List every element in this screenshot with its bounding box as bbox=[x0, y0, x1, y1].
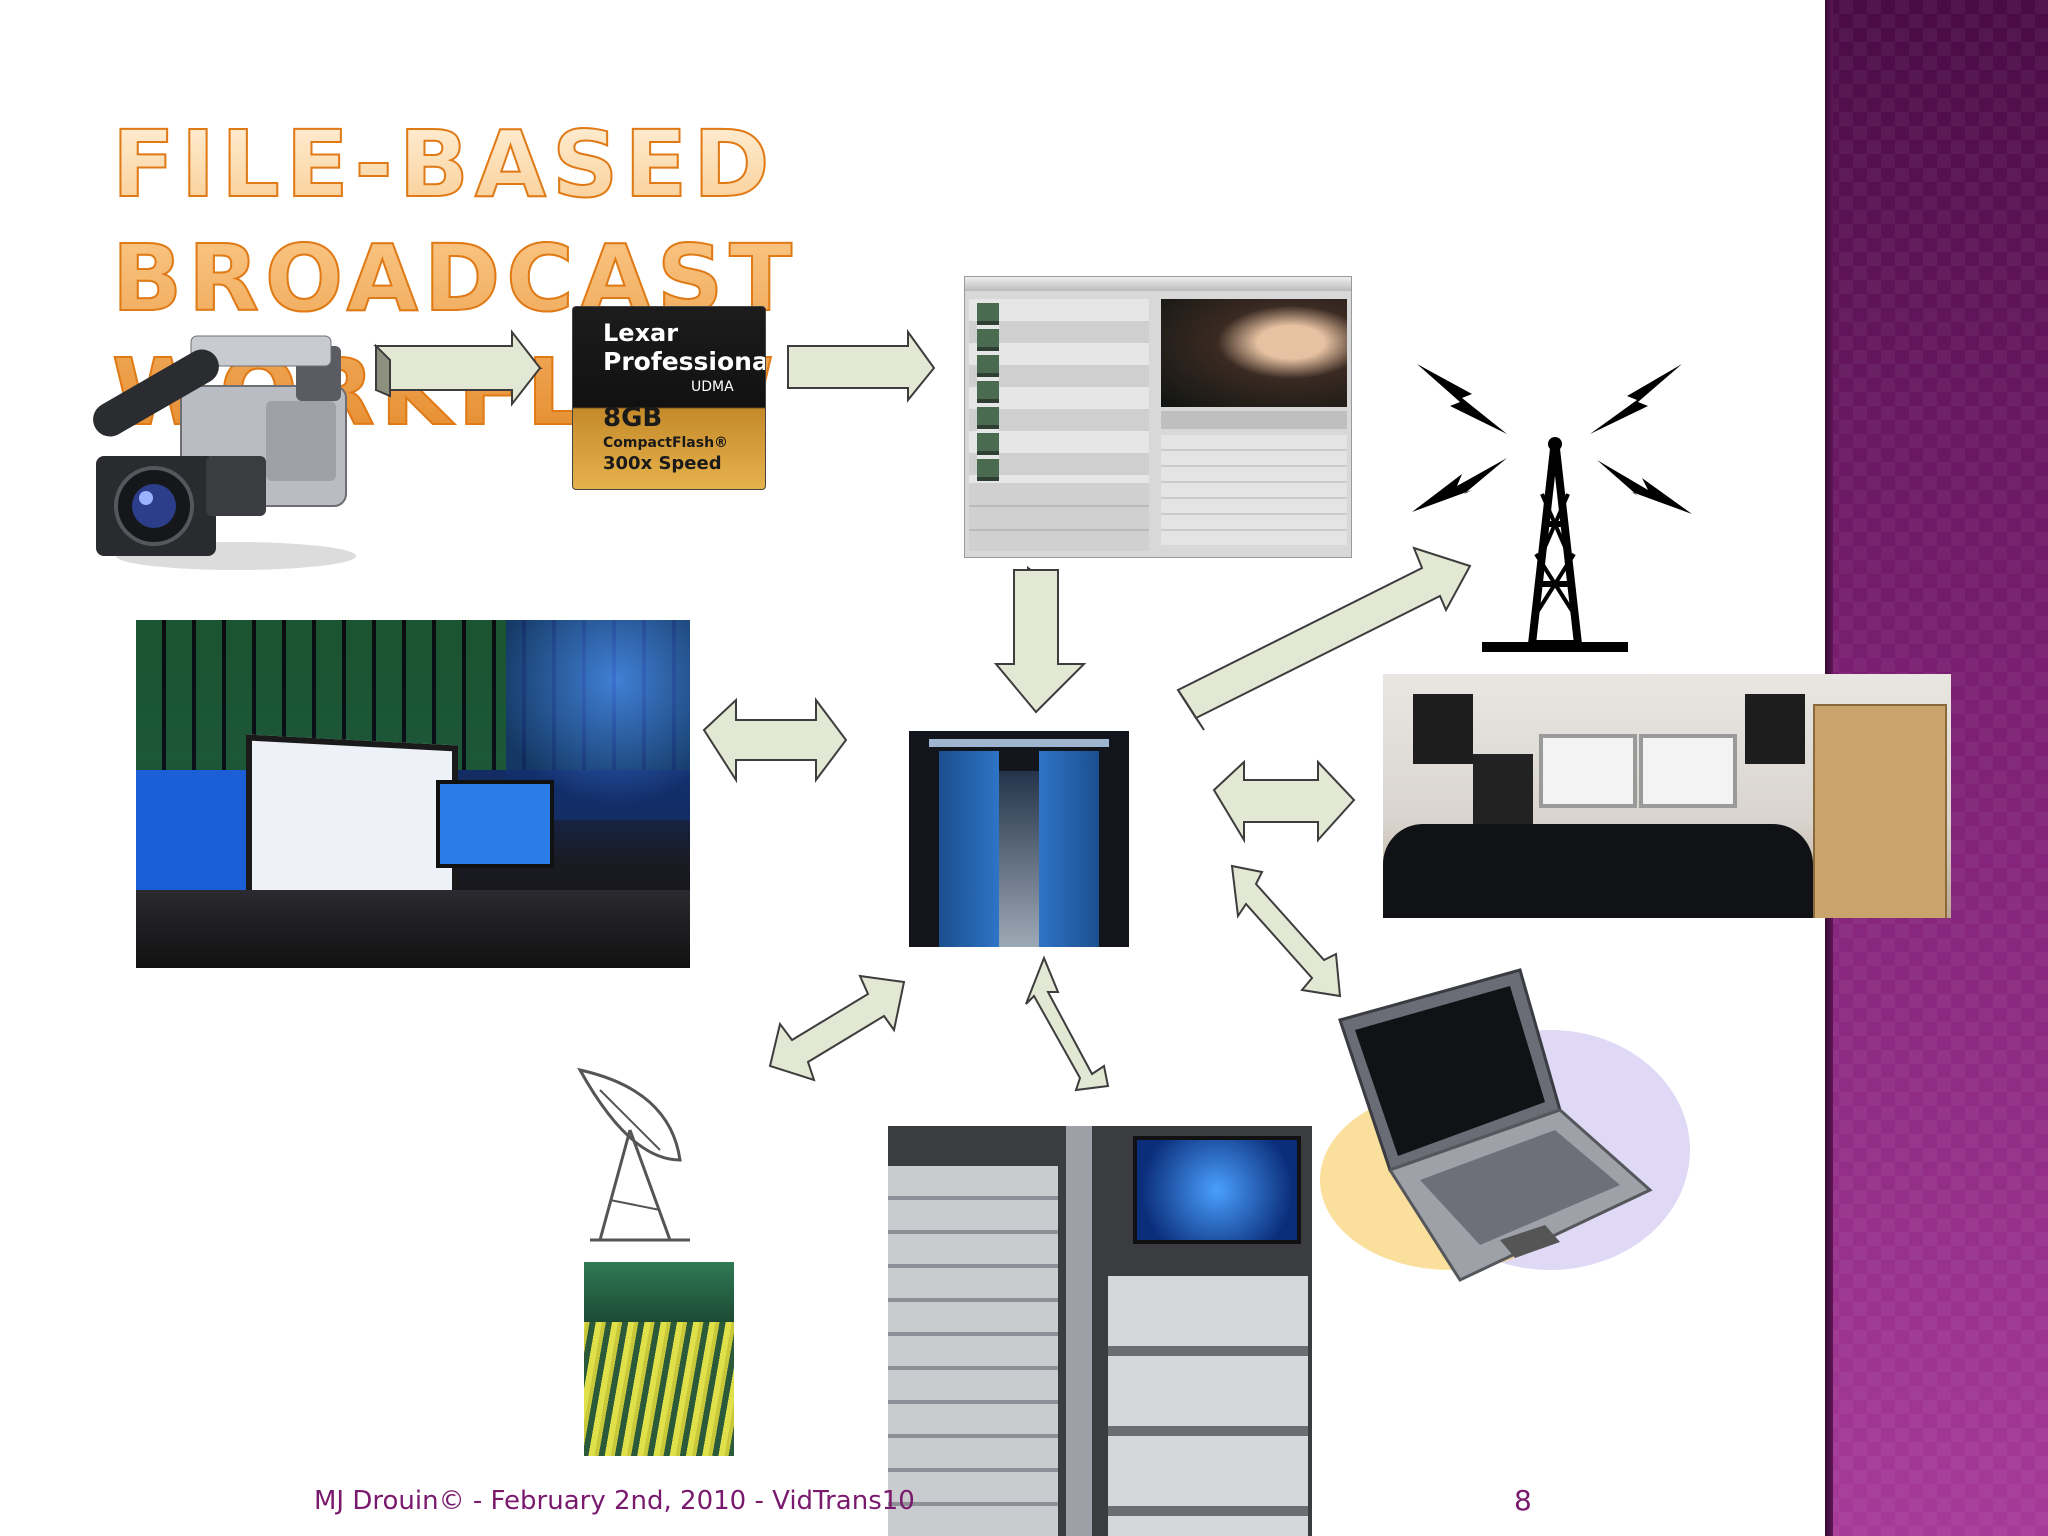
slide-number: 8 bbox=[1514, 1484, 1532, 1517]
data-center-photo bbox=[909, 731, 1129, 947]
arrow-storage-server-rack bbox=[1025, 955, 1110, 1092]
network-cables-photo bbox=[584, 1262, 734, 1456]
editing-suite-photo bbox=[1383, 674, 1951, 918]
broadcast-control-room-photo bbox=[136, 620, 690, 968]
arrow-storage-edit-suite bbox=[1212, 759, 1356, 844]
editing-software-screenshot bbox=[964, 276, 1352, 558]
server-rack-photo bbox=[888, 1126, 1312, 1536]
broadcast-tower-icon bbox=[1412, 354, 1698, 654]
arrow-software-to-storage bbox=[993, 566, 1087, 714]
arrow-control-room-storage bbox=[702, 697, 848, 784]
satellite-dish-icon bbox=[560, 1050, 720, 1250]
card-type: CompactFlash® bbox=[603, 435, 729, 451]
arrow-storage-satellite bbox=[768, 974, 906, 1082]
card-capacity: 8GB bbox=[603, 403, 663, 433]
camcorder-icon bbox=[86, 306, 376, 576]
card-line1: Professional bbox=[603, 347, 766, 376]
compactflash-card-image: Lexar Professional UDMA 8GB CompactFlash… bbox=[572, 306, 766, 490]
laptop-photo bbox=[1300, 960, 1690, 1310]
footer-credit: MJ Drouin© - February 2nd, 2010 - VidTra… bbox=[314, 1486, 915, 1516]
card-brand: Lexar bbox=[603, 319, 679, 347]
card-speed: 300x Speed bbox=[603, 453, 722, 474]
card-line2: UDMA bbox=[691, 379, 734, 395]
